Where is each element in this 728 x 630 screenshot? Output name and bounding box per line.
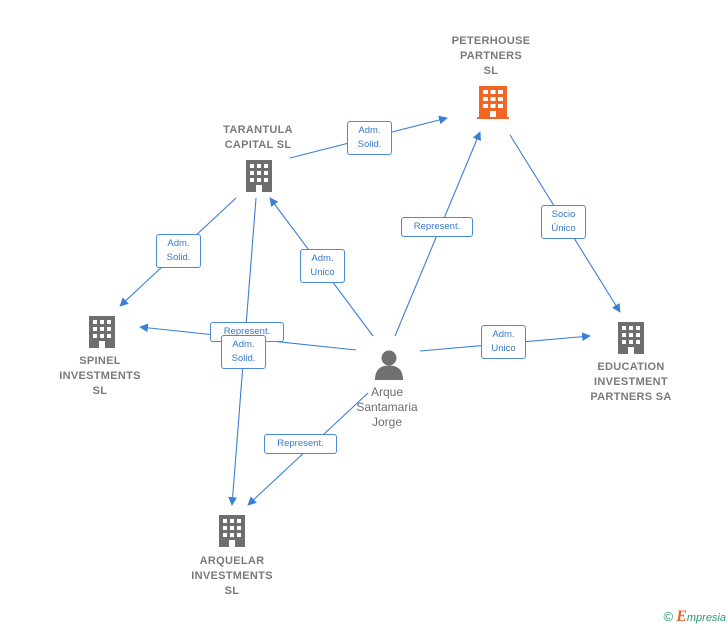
edge-label-person-tarantula[interactable]: Adm. Unico (300, 249, 345, 283)
node-label-arquelar[interactable]: ARQUELAR INVESTMENTS SL (191, 555, 273, 597)
node-label-tarantula[interactable]: TARANTULA CAPITAL SL (223, 124, 293, 151)
edge-label-tarantula-spinel[interactable]: Adm. Solid. (156, 234, 201, 268)
building-icon[interactable] (89, 316, 115, 348)
node-label-person[interactable]: Arque Santamaria Jorge (356, 385, 418, 429)
edge-label-person-arquelar[interactable]: Represent. (264, 434, 337, 454)
edge-label-tarantula-peterhouse[interactable]: Adm. Solid. (347, 121, 392, 155)
building-icon[interactable] (246, 160, 272, 192)
brand-footer: © Empresia (664, 608, 726, 626)
node-label-spinel[interactable]: SPINEL INVESTMENTS SL (59, 355, 141, 397)
copyright-icon: © (663, 609, 674, 624)
building-icon[interactable] (477, 86, 509, 119)
edge-label-person-education[interactable]: Adm. Unico (481, 325, 526, 359)
edge-label-peterhouse-education[interactable]: Socio Único (541, 205, 586, 239)
building-icon[interactable] (618, 322, 644, 354)
edge-label-person-peterhouse[interactable]: Represent. (401, 217, 473, 237)
edge-label-tarantula-arquelar[interactable]: Adm. Solid. (221, 335, 266, 369)
building-icon[interactable] (219, 515, 245, 547)
brand-logo-initial: E (676, 608, 687, 625)
node-label-peterhouse[interactable]: PETERHOUSE PARTNERS SL (451, 35, 531, 77)
node-label-education[interactable]: EDUCATION INVESTMENT PARTNERS SA (590, 361, 672, 403)
person-icon[interactable] (375, 350, 403, 381)
brand-name: mpresia (686, 612, 726, 624)
